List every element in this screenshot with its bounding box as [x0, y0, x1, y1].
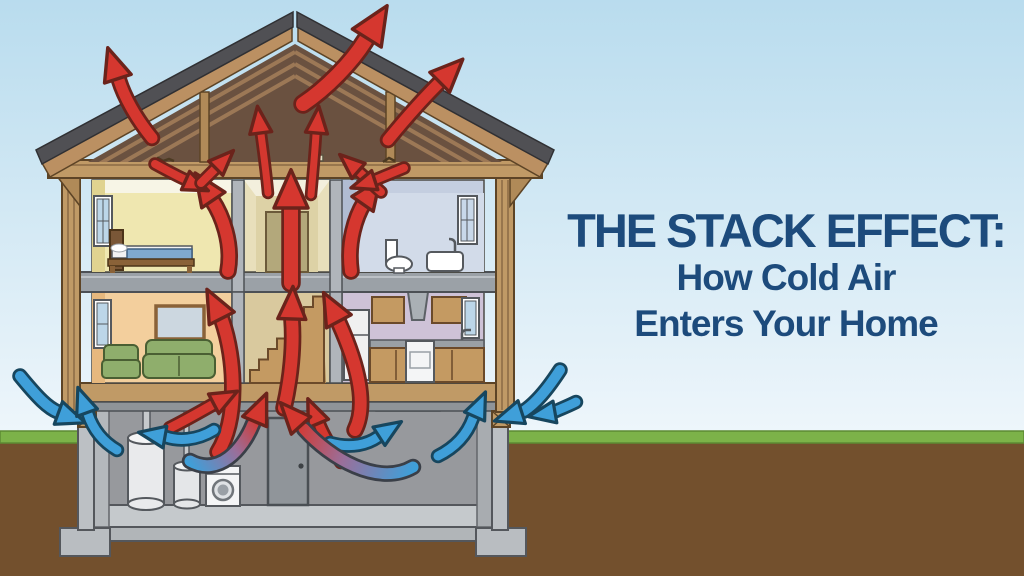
title-line-1: THE STACK EFFECT:: [567, 204, 1007, 257]
warm-air-arrow: [349, 161, 411, 192]
king-post-left: [199, 91, 210, 163]
warm-air-arrow: [248, 104, 275, 200]
washing-machine: [205, 465, 241, 507]
cold-air-arrow: [526, 394, 584, 425]
bedroom-window: [93, 195, 113, 247]
warming-air-arrow: [278, 400, 422, 482]
door-knob: [298, 463, 304, 469]
title-line-3: Enters Your Home: [634, 303, 938, 345]
pillow: [110, 243, 128, 253]
armchair: [101, 344, 141, 379]
warming-air-arrow: [181, 391, 269, 474]
upper-cabinet-left: [371, 296, 405, 324]
bathroom-window: [457, 195, 478, 245]
foundation-wall-left: [77, 425, 95, 531]
cold-air-arrow: [136, 422, 222, 450]
title-line-2: How Cold Air: [676, 257, 897, 299]
warm-air-arrow: [293, 3, 389, 114]
kitchen-window: [461, 297, 480, 339]
upper-cabinet-right: [431, 296, 467, 324]
foundation: [59, 425, 527, 557]
picture-window: [154, 304, 206, 341]
cold-air-arrow: [75, 385, 125, 458]
footing-right: [475, 527, 527, 557]
warm-air-arrow: [379, 57, 465, 149]
bathtub: [426, 237, 464, 272]
title-block: THE STACK EFFECT: How Cold Air Enters Yo…: [560, 206, 1012, 347]
basement-right-wall-face: [476, 409, 493, 528]
partition-wall-right: [329, 179, 343, 293]
warm-air-arrow: [102, 46, 161, 147]
tub-faucet: [448, 237, 457, 251]
foundation-wall-right: [491, 425, 509, 531]
cold-air-arrow: [12, 368, 88, 426]
basement-slab-face: [77, 526, 509, 542]
warm-air-arrow: [321, 290, 370, 439]
range-hood: [406, 291, 430, 321]
attic-wire-right: [382, 156, 396, 164]
warm-air-arrow: [205, 287, 242, 461]
toilet: [385, 239, 413, 274]
cold-air-arrow: [322, 420, 404, 453]
cold-air-arrow: [430, 390, 488, 464]
airflow-arrows: [12, 3, 584, 482]
warm-air-arrow: [303, 104, 330, 202]
living-room-window: [93, 299, 112, 349]
warm-air-arrow: [272, 168, 310, 293]
stove: [405, 340, 435, 383]
footing-left: [59, 527, 111, 557]
bed: [107, 229, 195, 273]
warm-air-arrow: [275, 284, 308, 417]
cold-air-arrow: [492, 362, 568, 426]
warm-air-arrow: [194, 148, 236, 190]
faucet: [460, 328, 471, 340]
warm-air-arrow: [162, 389, 240, 436]
sofa: [142, 339, 216, 379]
bed-frame: [107, 258, 195, 267]
